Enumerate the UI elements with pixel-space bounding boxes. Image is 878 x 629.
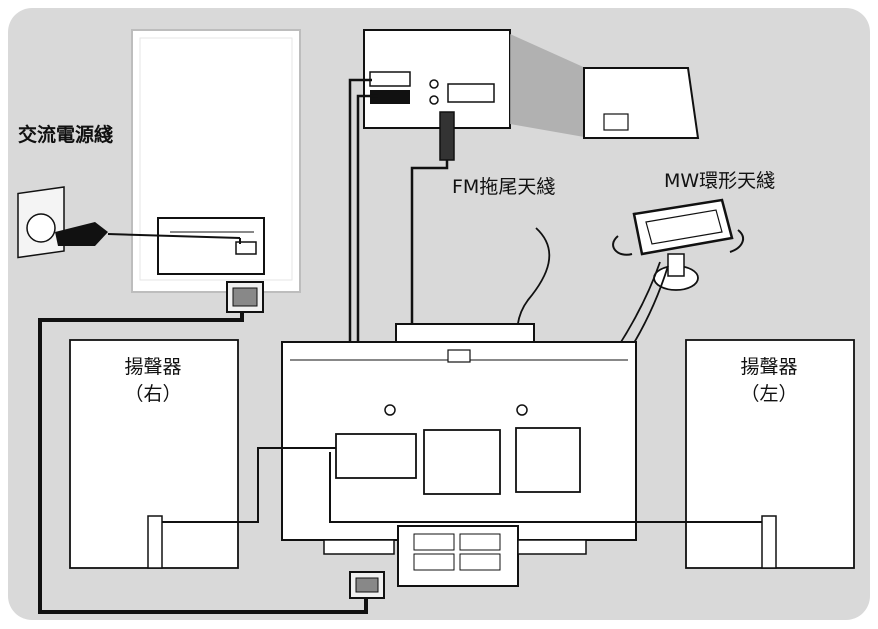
speaker-wires [162,447,762,523]
main-unit-rear [281,323,637,599]
speaker-right-label: 揚聲器 （右） [88,358,218,412]
mw-antenna-label: MW環形天綫 [664,170,776,192]
scart-cable [38,312,368,614]
rear-panel-closeup [363,29,511,161]
speaker-left-box [685,339,855,569]
wall-socket [17,186,241,259]
speaker-left-label: 揚聲器 （左） [704,358,834,412]
tv-cabinet [131,29,301,313]
small-tv-rear [583,67,700,139]
speaker-right-side: （右） [124,383,182,405]
speaker-right-box [69,339,239,569]
ac-power-cord-label: 交流電源綫 [18,124,114,146]
speaker-left-side: （左） [740,383,798,405]
speaker-left-name: 揚聲器 [740,356,798,378]
speaker-right-name: 揚聲器 [124,356,182,378]
zoom-wedge [510,34,590,138]
fm-antenna-label: FM拖尾天綫 [452,176,556,198]
